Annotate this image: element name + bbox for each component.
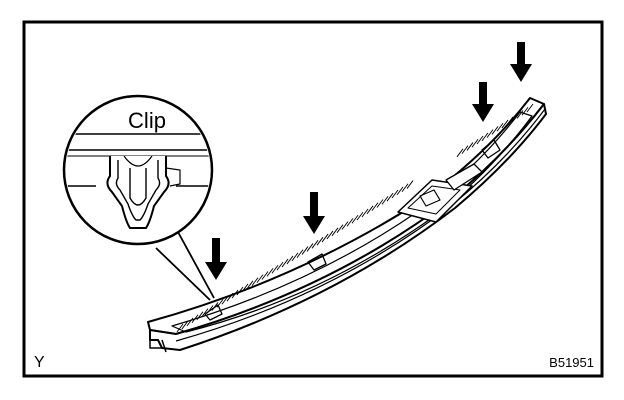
plate-hatching [176,103,534,333]
plate-cutout-tab [419,189,441,207]
plate-inner-border [171,111,533,333]
press-arrow-1 [205,238,227,280]
plate-cutout-inner [407,185,461,215]
plate-edge-line [175,108,546,342]
press-arrow-4 [510,42,532,82]
figure-code: B51951 [549,355,594,370]
scuff-plate [147,97,547,353]
press-arrow-2 [303,192,325,234]
clip-callout: Clip [62,94,214,246]
plate-end-notch [149,339,167,353]
callout-label: Clip [128,108,166,133]
clip-shape [106,156,170,229]
clip-stem [129,168,147,206]
plate-clip-mark-1 [204,304,223,321]
plate-clip-mark-2 [307,253,327,271]
callout-leader [155,231,215,301]
clip-head [123,155,153,167]
plate-cutout [397,179,473,223]
press-arrow-3 [472,82,494,122]
corner-letter: Y [34,354,45,371]
clip-shape-inner [115,160,161,221]
press-arrows [205,42,532,280]
plate-side-block [445,163,483,191]
plate-clip-mark-3 [481,139,501,159]
clip-tab [165,167,181,187]
plate-front-edge [149,103,547,351]
